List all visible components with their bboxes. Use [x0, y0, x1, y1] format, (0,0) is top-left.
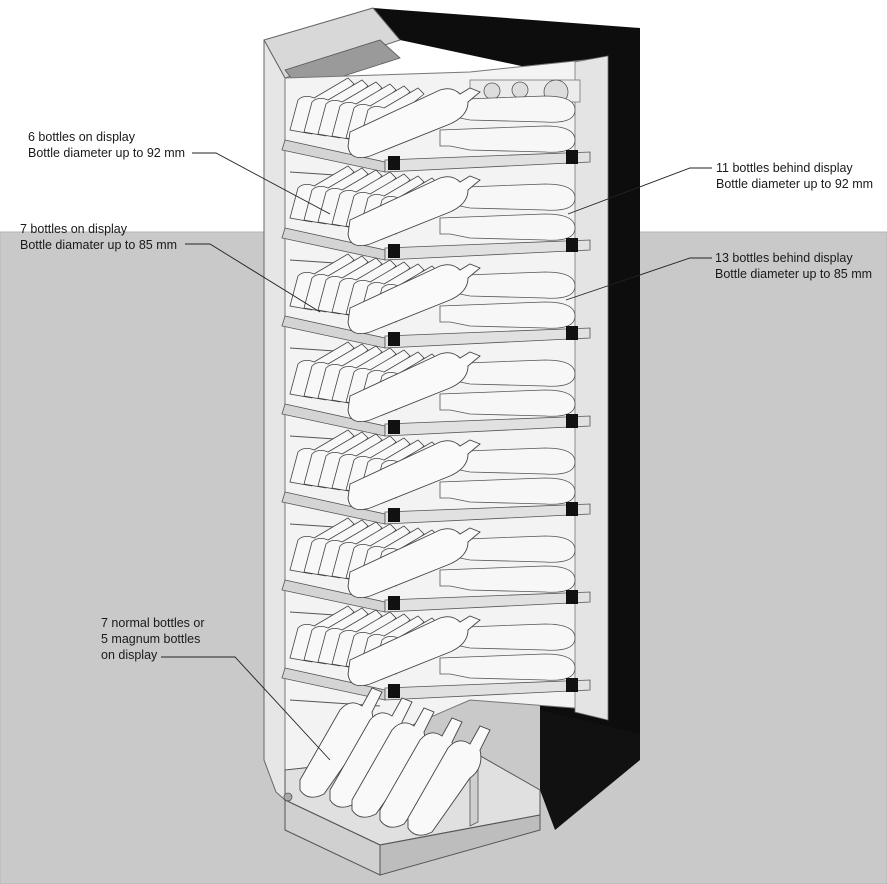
annotation-line: on display	[101, 648, 158, 662]
shelf-clip	[388, 596, 400, 610]
shelf-clip	[388, 332, 400, 346]
bottle-behind	[439, 653, 576, 681]
cabinet-side-lower	[540, 710, 640, 830]
annotation-line: Bottle diameter up to 85 mm	[715, 267, 873, 281]
leader-display-top	[192, 152, 331, 215]
bottle-display-front	[347, 263, 481, 335]
bottle-behind	[439, 301, 576, 329]
wire-shelf	[384, 415, 591, 437]
annotation-line: Bottle diameter up to 92 mm	[716, 177, 874, 191]
shelf-clip	[388, 156, 400, 170]
bottle-magnum	[407, 725, 491, 836]
wire-shelf	[384, 503, 591, 525]
shelf	[281, 517, 591, 619]
annotation-display-bottom: 7 normal bottles or 5 magnum bottles on …	[101, 615, 205, 663]
shelf-clip	[566, 590, 578, 604]
shelf	[281, 341, 591, 443]
wire-shelf	[384, 151, 591, 173]
shelf-clip	[566, 502, 578, 516]
shelf-clip	[388, 244, 400, 258]
shelf-clip	[566, 326, 578, 340]
annotation-line: 13 bottles behind display	[715, 251, 853, 265]
leader-behind-mid	[565, 257, 712, 301]
annotation-behind-mid: 13 bottles behind display Bottle diamete…	[715, 250, 872, 282]
bottle-behind	[439, 477, 576, 505]
cabinet-foot	[283, 792, 293, 802]
bottle-display-front	[347, 175, 481, 247]
bottle-display-front	[347, 439, 481, 511]
shelf-clip	[566, 150, 578, 164]
shelf	[281, 605, 591, 707]
shelf-clip	[566, 678, 578, 692]
shelf	[281, 253, 591, 355]
shelf-clip	[566, 414, 578, 428]
bottle-behind	[439, 183, 576, 211]
wire-shelf	[384, 591, 591, 613]
wire-shelf	[384, 679, 591, 701]
bottle-behind	[439, 213, 576, 241]
wire-shelf	[384, 239, 591, 261]
bottle-behind	[439, 95, 576, 123]
annotation-line: Bottle diameter up to 92 mm	[28, 146, 186, 160]
bottle-display-front	[347, 527, 481, 599]
wire-shelf	[384, 327, 591, 349]
leader-behind-top	[567, 167, 712, 215]
bottle-behind	[439, 359, 576, 387]
shelf	[281, 77, 591, 179]
bottle-behind	[439, 623, 576, 651]
bottle-display-front	[347, 615, 481, 687]
bottle-behind	[439, 565, 576, 593]
bottle-display-front	[347, 87, 481, 159]
annotation-line: 7 bottles on display	[20, 222, 128, 236]
annotation-display-mid: 7 bottles on display Bottle diamater up …	[20, 221, 177, 253]
shelves	[281, 77, 591, 707]
cabinet-front-left-post	[263, 39, 286, 802]
annotation-line: 5 magnum bottles	[101, 632, 201, 646]
leader-display-bottom	[161, 656, 331, 761]
annotation-behind-top: 11 bottles behind display Bottle diamete…	[716, 160, 873, 192]
leader-lines	[161, 152, 712, 761]
bottle-behind	[439, 447, 576, 475]
bottle-behind	[439, 535, 576, 563]
bottle-display-front	[347, 351, 481, 423]
leader-display-mid	[185, 243, 321, 313]
shelf	[281, 165, 591, 267]
cabinet-inner-right-wall	[574, 55, 609, 721]
shelf-clip	[566, 238, 578, 252]
shelf	[281, 429, 591, 531]
bottle-behind	[439, 125, 576, 153]
cabinet-base-side	[379, 814, 541, 876]
annotation-line: 11 bottles behind display	[716, 161, 853, 175]
annotation-line: Bottle diamater up to 85 mm	[20, 238, 178, 252]
annotation-display-top: 6 bottles on display Bottle diameter up …	[28, 129, 185, 161]
shelf-clip	[388, 508, 400, 522]
magnum-bottles	[299, 687, 491, 836]
shelf-clip	[388, 684, 400, 698]
annotation-line: 6 bottles on display	[28, 130, 136, 144]
shelf-clip	[388, 420, 400, 434]
bottle-behind	[439, 271, 576, 299]
annotation-line: 7 normal bottles or	[101, 616, 205, 630]
bottle-behind	[439, 389, 576, 417]
